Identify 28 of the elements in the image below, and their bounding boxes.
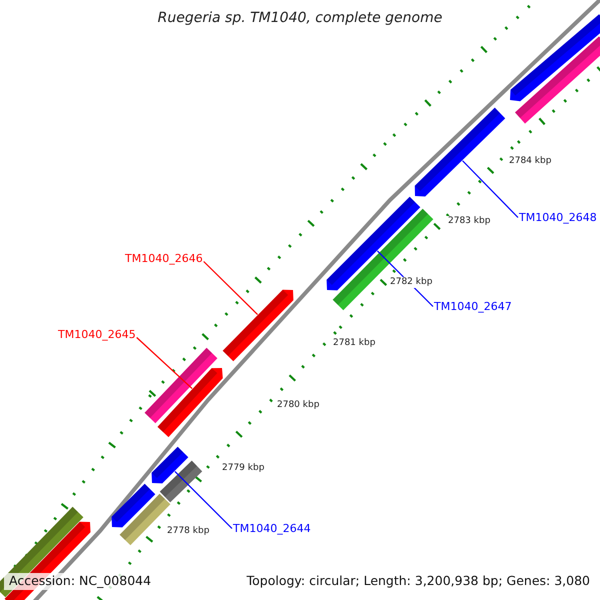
leader-line: [136, 337, 193, 390]
leader-line: [462, 160, 518, 218]
gene-feature: [510, 14, 600, 102]
gene-feature: [332, 208, 434, 310]
title: Ruegeria sp. TM1040, complete genome: [158, 11, 442, 25]
gene-feature: [152, 446, 188, 484]
gene-label: TM1040_2648: [519, 212, 597, 223]
scale-label: 2783 kbp: [447, 216, 492, 227]
gene-feature: [414, 108, 506, 196]
leader-line: [174, 470, 232, 529]
gene-feature: [514, 36, 600, 124]
scale-label: 2782 kbp: [389, 277, 434, 288]
scale-label: 2780 kbp: [276, 400, 320, 411]
scale-label: 2784 kbp: [508, 156, 552, 167]
gene-label: TM1040_2647: [434, 301, 512, 312]
leader-line: [203, 261, 258, 315]
gene-feature: [160, 460, 202, 502]
gene-label: TM1040_2645: [58, 329, 136, 340]
gene-label: TM1040_2644: [233, 523, 311, 534]
gene-feature: [144, 348, 218, 424]
gene-label: TM1040_2646: [125, 253, 203, 264]
gene-feature: [157, 368, 223, 438]
genome-info-text: Topology: circular; Length: 3,200,938 bp; Genes: 3,080: [246, 575, 590, 588]
scale-label: 2779 kbp: [221, 463, 266, 474]
scale-label: 2778 kbp: [166, 526, 210, 537]
gene-feature: [112, 484, 156, 528]
scale-label: 2781 kbp: [332, 338, 376, 349]
gene-feature: [222, 290, 294, 362]
